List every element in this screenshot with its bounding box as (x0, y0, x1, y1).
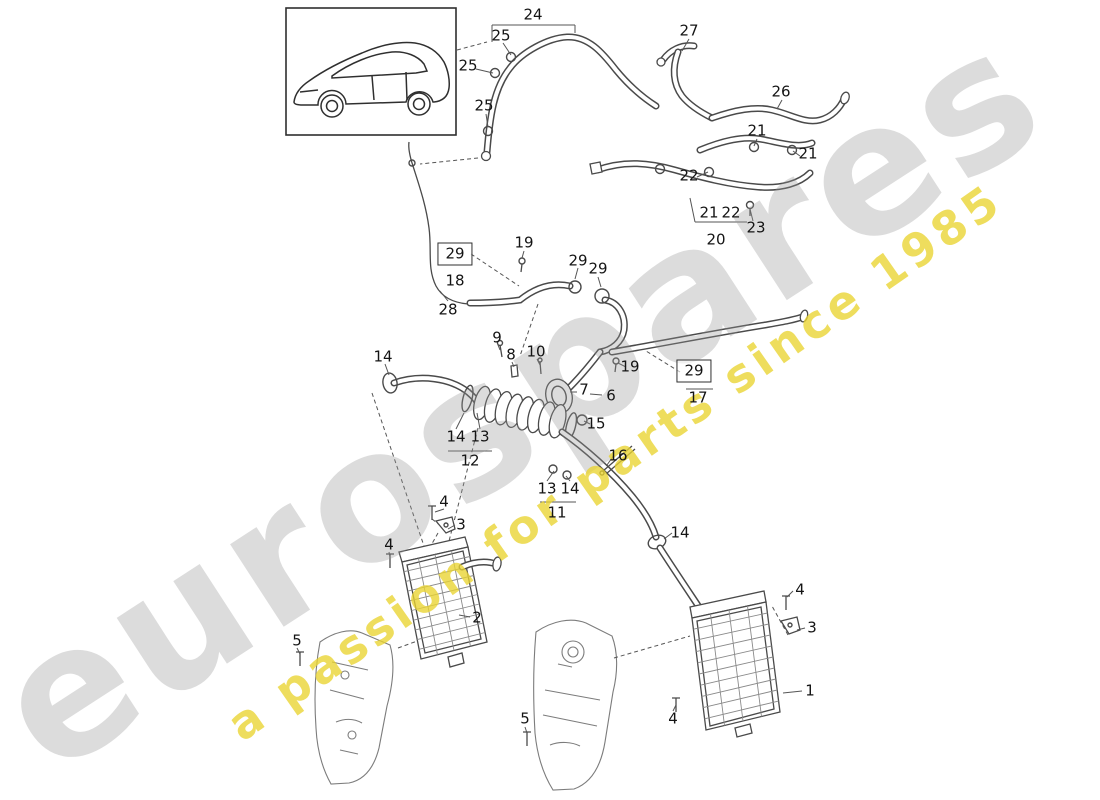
stud-10 (537, 357, 543, 375)
hose-clamps-21-22 (654, 141, 798, 178)
intercooler-1 (656, 544, 781, 738)
hose-20 (589, 160, 814, 191)
leader-lines (296, 24, 806, 734)
screws-4 (386, 505, 790, 712)
screws-5 (296, 651, 531, 746)
bellows-12 (461, 384, 578, 440)
hose-24 (480, 33, 660, 162)
rod-16 (599, 445, 636, 476)
bolt-23 (745, 200, 755, 216)
construction-lines (371, 41, 789, 659)
intercooler-2 (398, 536, 502, 668)
intake-pipe-left (382, 372, 482, 408)
pressure-pipe-11 (548, 428, 667, 550)
clamp-15 (576, 414, 588, 426)
car-thumbnail (285, 7, 457, 136)
body-panel-middle (533, 619, 618, 791)
hose-26 (696, 91, 850, 154)
body-panel-left (314, 630, 394, 785)
bushing-8 (510, 364, 519, 378)
vent-line-28 (408, 141, 469, 305)
pipe-17 (608, 309, 809, 356)
bolt-9 (496, 339, 504, 358)
bolts-19 (518, 257, 620, 373)
brackets-3 (434, 516, 801, 635)
hose-27 (656, 42, 716, 122)
elbow-pipe-29 (466, 280, 628, 356)
